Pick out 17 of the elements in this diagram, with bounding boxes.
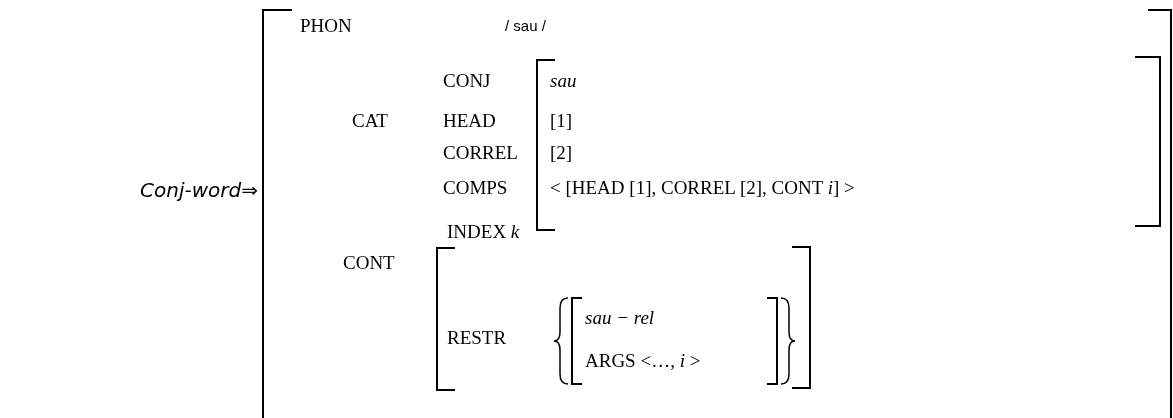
feature-label: [1] xyxy=(550,111,573,130)
feature-label: ARGS <…, i > xyxy=(585,351,701,370)
feature-label: CONT xyxy=(343,253,395,272)
feature-label: CONJ xyxy=(443,71,491,90)
feature-label: CORREL xyxy=(443,143,518,162)
feature-label: INDEX k xyxy=(447,222,520,241)
feature-label: RESTR xyxy=(447,328,507,347)
feature-label: COMPS xyxy=(443,178,508,197)
feature-label: [2] xyxy=(550,143,573,162)
feature-label: HEAD xyxy=(443,111,496,130)
feature-label: sau xyxy=(550,71,577,90)
feature-label: < [HEAD [1], CORREL [2], CONT i] > xyxy=(550,178,855,197)
feature-label: sau − rel xyxy=(585,308,655,327)
feature-label: CAT xyxy=(352,111,388,130)
feature-label: Conj-word⇒ xyxy=(140,180,258,200)
feature-label: PHON xyxy=(300,16,352,35)
feature-label: / sau / xyxy=(505,18,546,33)
